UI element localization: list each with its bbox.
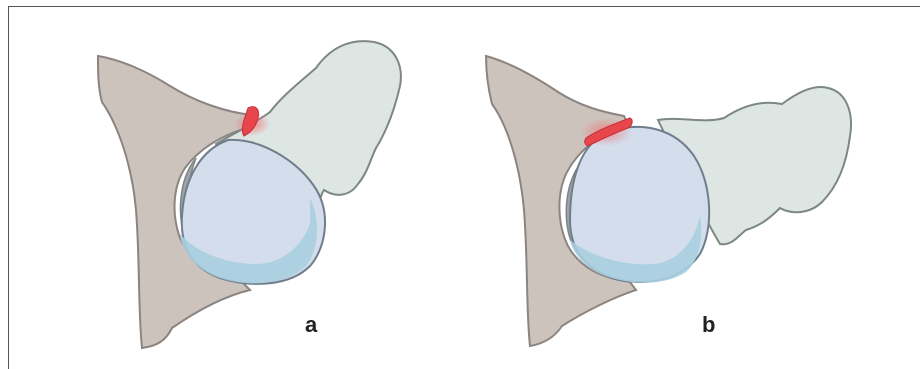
hip-joint-illustration-a — [20, 20, 460, 369]
panel-a: a — [20, 20, 460, 369]
frame-top-border — [8, 6, 920, 7]
hip-joint-illustration-b — [462, 20, 902, 369]
panel-b: b — [462, 20, 902, 369]
frame-left-border — [8, 6, 9, 369]
panel-label-a: a — [305, 312, 317, 338]
panel-label-b: b — [702, 312, 715, 338]
